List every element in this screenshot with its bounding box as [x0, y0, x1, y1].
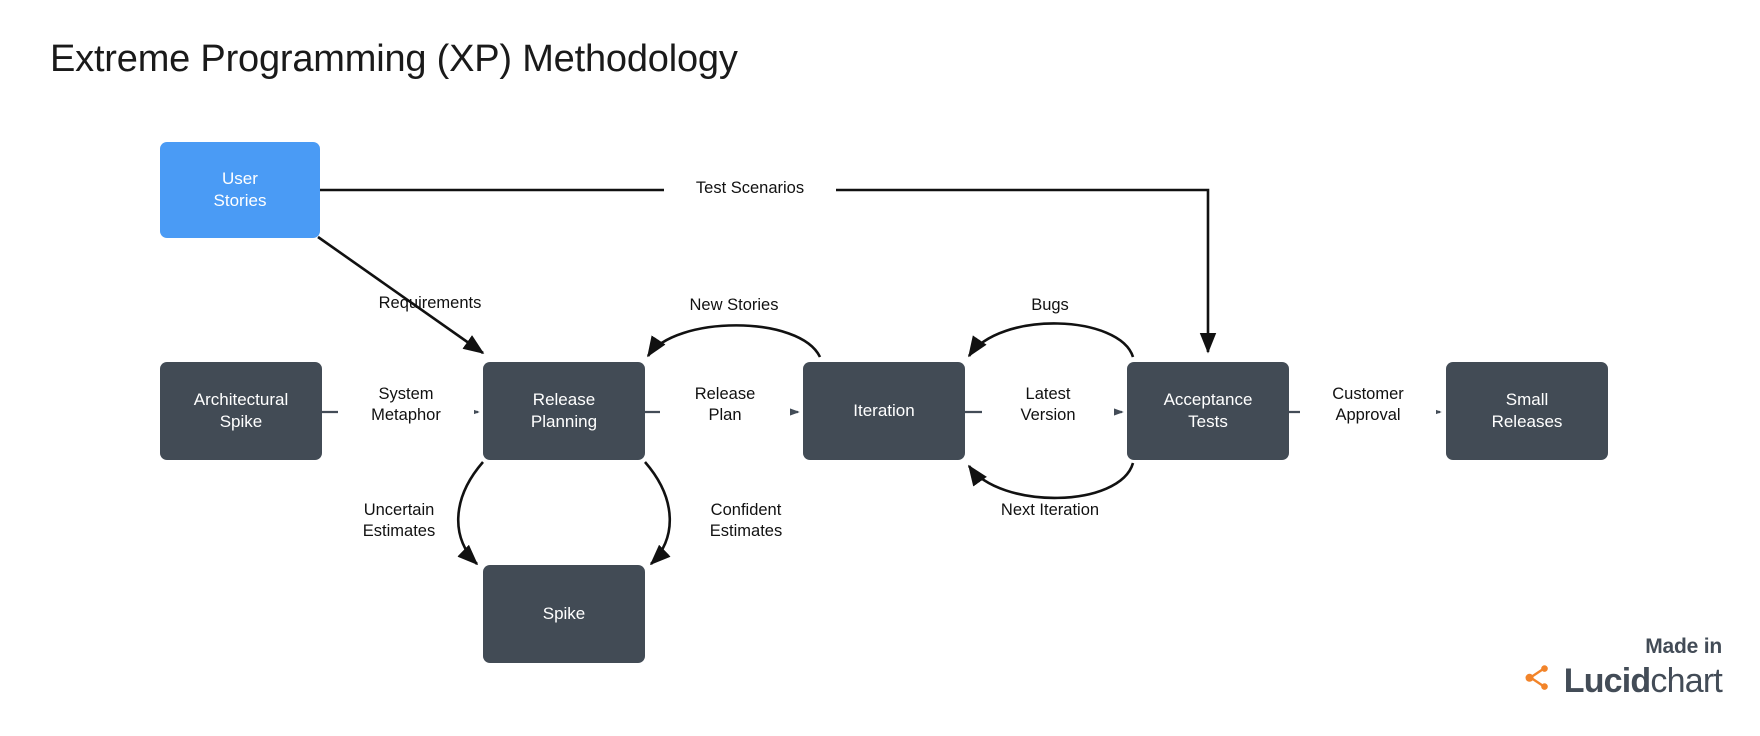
- edge-label-test-scenarios: Test Scenarios: [664, 178, 836, 199]
- node-acceptance-tests[interactable]: Acceptance Tests: [1127, 362, 1289, 460]
- edge-requirements: [317, 235, 485, 355]
- page-title: Extreme Programming (XP) Methodology: [50, 38, 738, 80]
- edge-next-iteration: [967, 462, 1135, 500]
- edge-label-system-metaphor: System Metaphor: [338, 384, 474, 426]
- brand-lucid: Lucid: [1563, 661, 1651, 700]
- edge-label-bugs: Bugs: [1031, 296, 1069, 314]
- edge-label-new-stories: New Stories: [689, 296, 779, 314]
- edge-confident-estimates: [644, 461, 672, 566]
- node-release-planning[interactable]: Release Planning: [483, 362, 645, 460]
- edge-label-confident-estimates: Confident Estimates: [709, 501, 783, 540]
- edge-label-release-plan: Release Plan: [660, 384, 790, 426]
- node-spike[interactable]: Spike: [483, 565, 645, 663]
- node-architectural-spike[interactable]: Architectural Spike: [160, 362, 322, 460]
- edge-label-next-iteration: Next Iteration: [1000, 501, 1100, 519]
- edge-test-scenarios: [287, 188, 1217, 354]
- brand-chart: chart: [1650, 661, 1722, 700]
- node-small-releases[interactable]: Small Releases: [1446, 362, 1608, 460]
- edge-bugs: [967, 322, 1135, 358]
- edge-label-uncertain-estimates: Uncertain Estimates: [362, 501, 436, 540]
- edge-new-stories: [646, 324, 822, 358]
- edge-label-customer-approval: Customer Approval: [1300, 384, 1436, 426]
- made-in-label: Made in: [1645, 635, 1722, 658]
- edge-label-latest-version: Latest Version: [982, 384, 1114, 426]
- lucidchart-credit: Made in Lucidchart: [1521, 635, 1723, 700]
- lucidchart-logo-icon: [1521, 663, 1555, 698]
- node-user-stories[interactable]: User Stories: [160, 142, 320, 238]
- edge-uncertain-estimates: [456, 461, 484, 566]
- edge-label-requirements: Requirements: [378, 294, 482, 312]
- node-iteration[interactable]: Iteration: [803, 362, 965, 460]
